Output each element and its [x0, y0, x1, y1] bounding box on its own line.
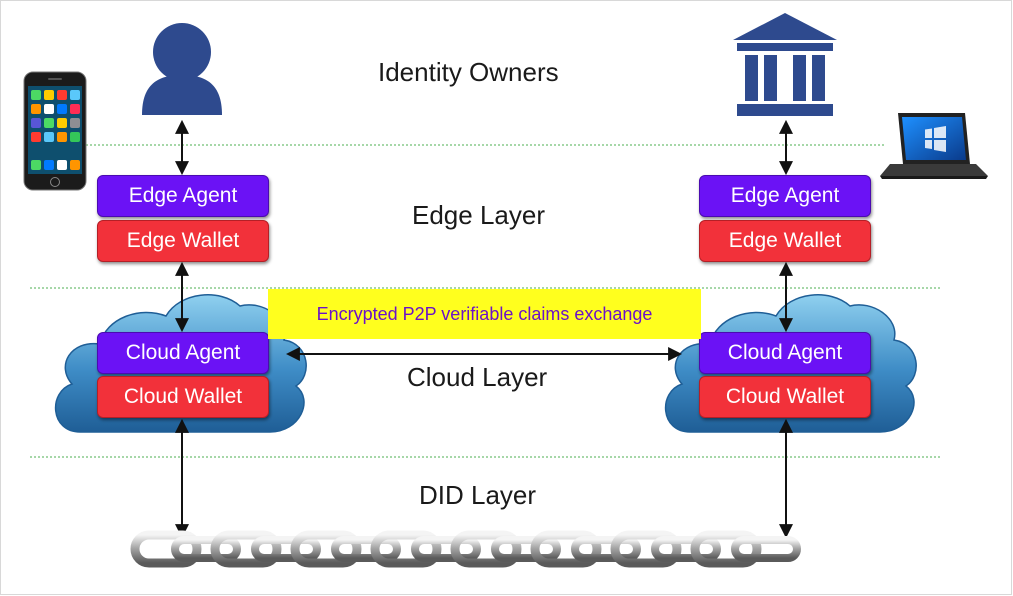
edge-layer-label: Edge Layer: [412, 200, 545, 230]
chain-link: [411, 536, 481, 562]
chain-link: [610, 530, 682, 568]
smartphone-icon: [23, 71, 87, 191]
left-cloud-agent: Cloud Agent: [97, 332, 269, 374]
chain-link: [370, 530, 442, 568]
p2p-exchange-banner: Encrypted P2P verifiable claims exchange: [268, 289, 701, 339]
chain-icon: [130, 530, 801, 568]
chain-link: [290, 530, 362, 568]
identity-owners-label: Identity Owners: [378, 57, 559, 87]
chain-link: [130, 530, 202, 568]
right-edge-agent: Edge Agent: [699, 175, 871, 217]
person-icon: [142, 23, 222, 115]
layer-dividers: [30, 144, 940, 458]
chain-link: [331, 536, 401, 562]
chain-link: [571, 536, 641, 562]
right-cloud-wallet: Cloud Wallet: [699, 376, 871, 418]
chain-link: [690, 530, 762, 568]
chain-link: [450, 530, 522, 568]
chain-link: [651, 536, 721, 562]
did-layer-label: DID Layer: [419, 480, 537, 510]
bank-icon: [733, 13, 837, 116]
right-cloud-agent: Cloud Agent: [699, 332, 871, 374]
chain-link: [731, 536, 801, 562]
connector-arrows: [175, 119, 793, 539]
left-edge-agent: Edge Agent: [97, 175, 269, 217]
chain-link: [210, 530, 282, 568]
cloud-layer-label: Cloud Layer: [407, 362, 548, 392]
laptop-icon: [880, 113, 988, 179]
chain-link: [530, 530, 602, 568]
right-edge-wallet: Edge Wallet: [699, 220, 871, 262]
chain-link: [171, 536, 241, 562]
left-edge-wallet: Edge Wallet: [97, 220, 269, 262]
left-cloud-wallet: Cloud Wallet: [97, 376, 269, 418]
chain-link: [491, 536, 561, 562]
chain-link: [251, 536, 321, 562]
